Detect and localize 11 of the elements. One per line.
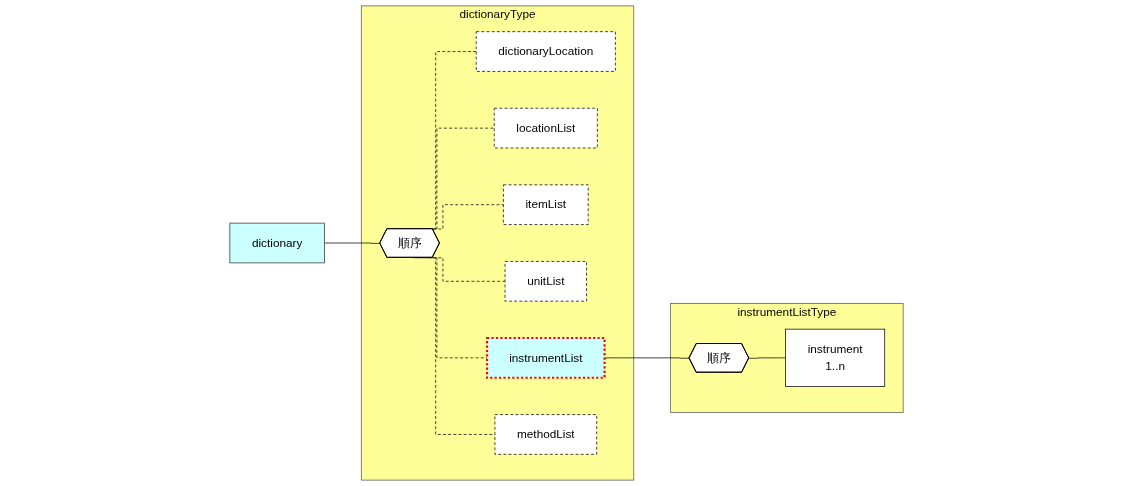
connector bbox=[324, 242, 381, 244]
node-box: instrumentList bbox=[485, 336, 606, 379]
connector bbox=[604, 357, 690, 359]
node-box: dictionaryLocation bbox=[475, 31, 616, 72]
node-box: locationList bbox=[493, 107, 598, 149]
node-box: itemList bbox=[503, 184, 589, 225]
node-box: dictionary bbox=[229, 222, 325, 264]
node-box: instrument 1..n bbox=[785, 328, 886, 387]
connector bbox=[748, 357, 786, 359]
node-box: unitList bbox=[504, 261, 587, 302]
node-box: methodList bbox=[494, 414, 598, 455]
